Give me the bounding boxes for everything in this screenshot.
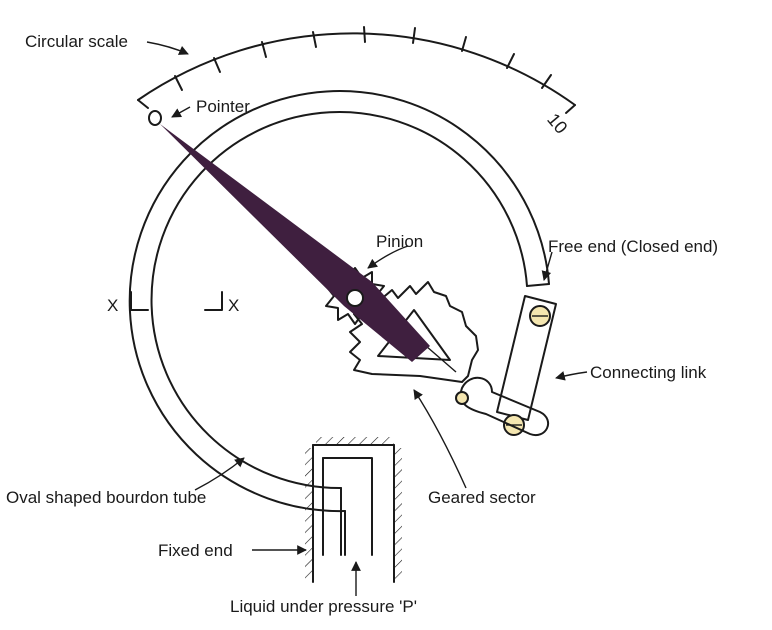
hatch-top [316, 437, 394, 445]
leader-lines [146, 41, 588, 596]
label-circular-scale: Circular scale [25, 32, 128, 51]
circular-scale [137, 26, 576, 114]
label-connecting-link: Connecting link [590, 363, 707, 382]
label-bourdon-tube: Oval shaped bourdon tube [6, 488, 206, 507]
label-axis-x-left: X [107, 296, 118, 315]
bourdon-tube [128, 90, 550, 556]
connecting-link-part [459, 295, 557, 437]
pinion-center [346, 289, 364, 307]
label-pinion: Pinion [376, 232, 423, 251]
label-geared-sector: Geared sector [428, 488, 536, 507]
label-pointer: Pointer [196, 97, 250, 116]
label-fixed-end: Fixed end [158, 541, 233, 560]
socket-fixed-end [305, 437, 402, 583]
pointer-needle [148, 110, 430, 362]
labels: Circular scale Pointer 10 Pinion Free en… [6, 32, 718, 616]
label-scale-max: 10 [543, 109, 571, 137]
sector-pivot [455, 391, 469, 405]
label-free-end: Free end (Closed end) [548, 237, 718, 256]
hatch-right [394, 448, 402, 582]
scale-ticks [174, 26, 552, 91]
label-axis-x-right: X [228, 296, 239, 315]
label-liquid: Liquid under pressure 'P' [230, 597, 417, 616]
hatch-left [305, 448, 313, 582]
section-markers [130, 291, 223, 311]
